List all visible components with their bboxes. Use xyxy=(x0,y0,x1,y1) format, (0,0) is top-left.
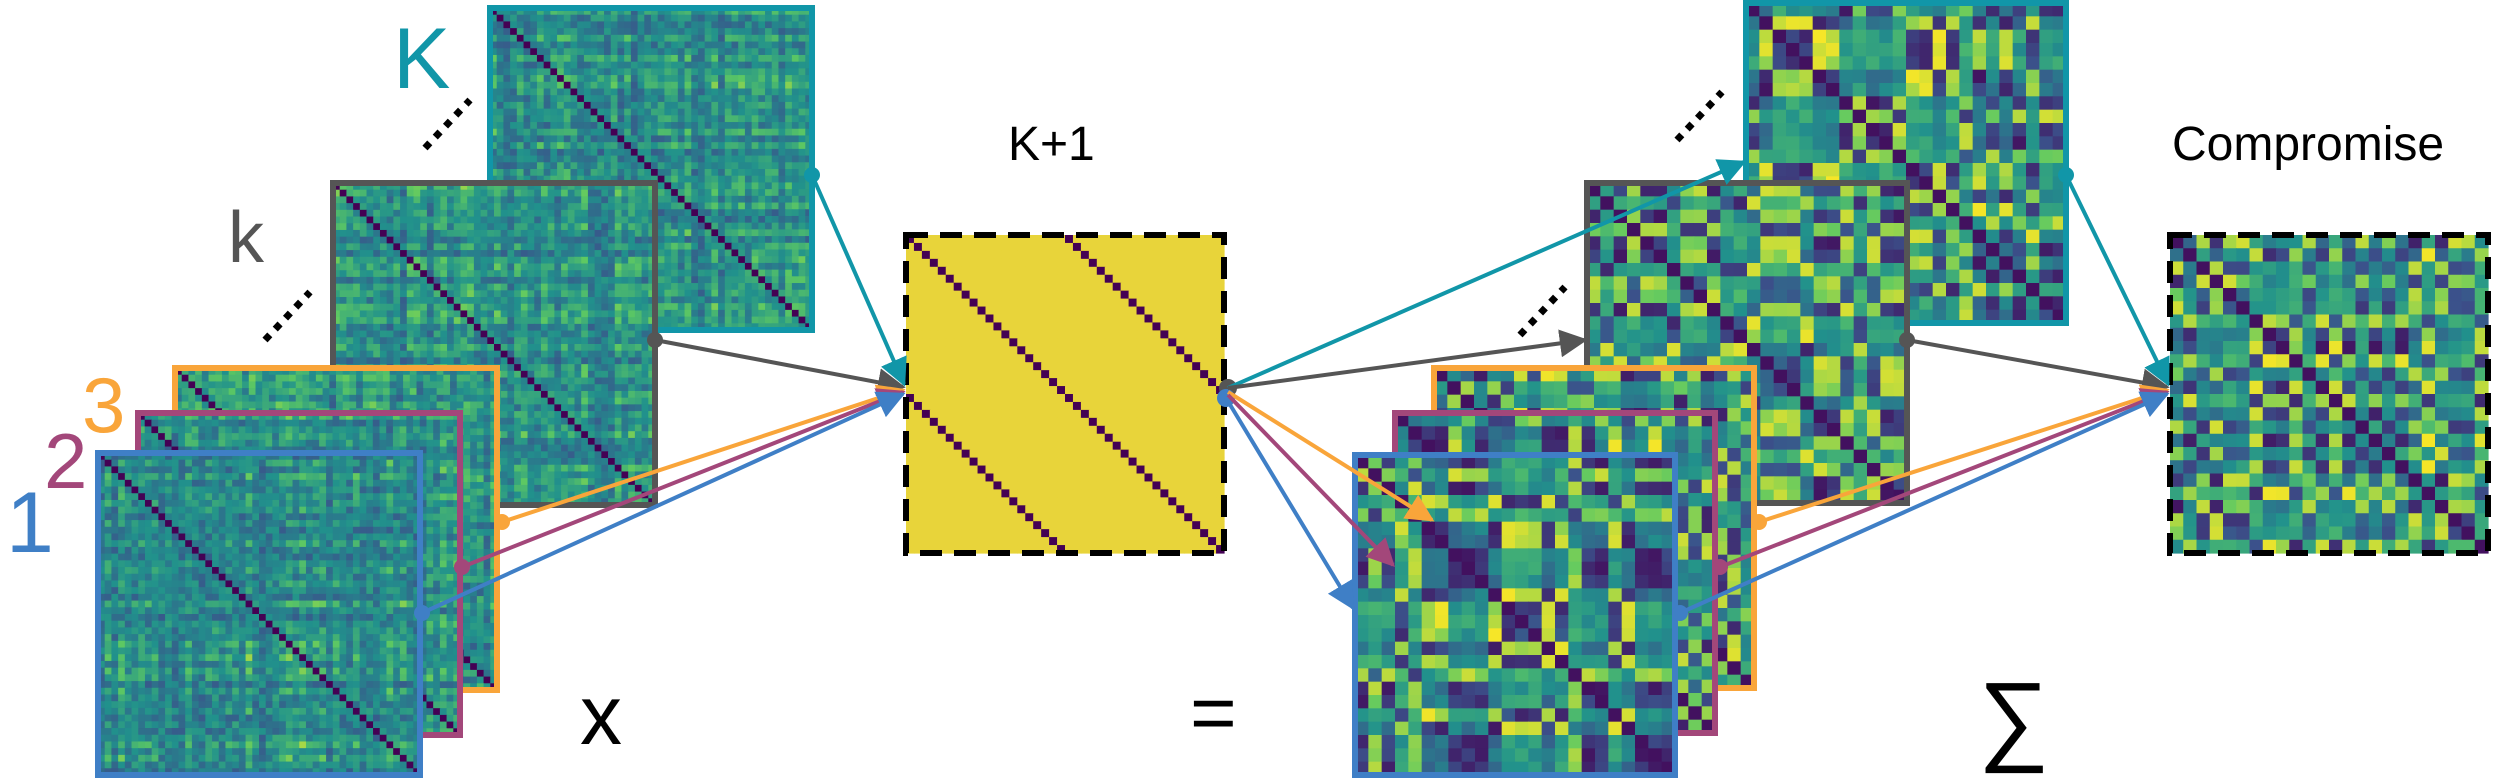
ellipsis-right-mid xyxy=(1517,284,1568,338)
ellipsis-right-top xyxy=(1674,89,1725,143)
operator-sum: ∑ xyxy=(1978,662,2049,774)
left-heatmap-1 xyxy=(95,450,423,778)
label-k-lower: k xyxy=(228,198,265,278)
label-three: 3 xyxy=(82,361,125,449)
label-K-plus-1: K+1 xyxy=(1008,118,1095,171)
operator-times: x xyxy=(580,668,622,762)
arrows-left-to-center xyxy=(414,167,907,621)
label-one: 1 xyxy=(6,475,54,571)
ellipsis-left-top xyxy=(422,97,473,151)
center-heatmap-K-plus-1 xyxy=(903,232,1227,556)
compromise-heatmap xyxy=(2167,232,2491,556)
operator-equals: = xyxy=(1190,668,1237,757)
label-K-upper: K xyxy=(393,11,450,107)
ellipsis-left-mid xyxy=(262,289,313,343)
arrows-right-to-compromise xyxy=(1672,167,2170,621)
label-compromise: Compromise xyxy=(2172,118,2444,171)
arrows-center-to-right xyxy=(1217,159,1747,611)
label-two: 2 xyxy=(44,417,87,505)
